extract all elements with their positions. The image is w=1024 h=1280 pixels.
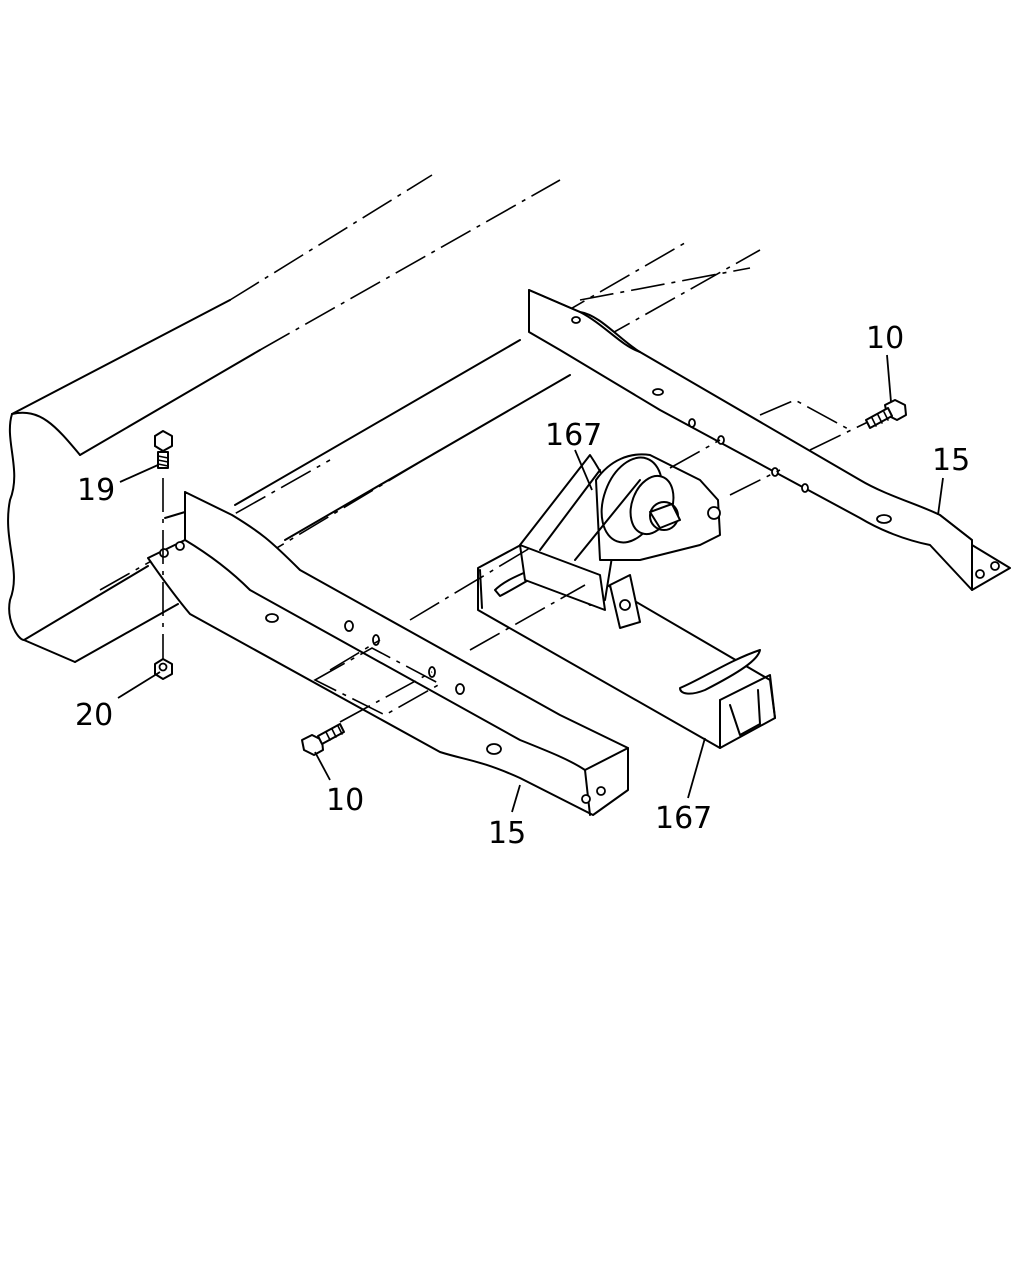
label-bolt-10-bottom: 10 (326, 783, 364, 818)
nut-20 (154, 658, 173, 680)
label-mount-167-lower: 167 (655, 801, 712, 836)
label-mount-167-upper: 167 (545, 418, 602, 453)
bolt-19 (154, 430, 173, 469)
leader-lines (117, 354, 944, 813)
crossmember-channel (477, 539, 776, 749)
bolt-10-top (865, 399, 907, 429)
right-bracket (528, 289, 1011, 591)
label-bolt-19: 19 (77, 473, 115, 508)
bolt-10-bottom (301, 723, 345, 756)
label-bracket-15-right: 15 (932, 443, 970, 478)
label-nut-20: 20 (75, 698, 113, 733)
label-bracket-15-left: 15 (488, 816, 526, 851)
rear-frame-rail (234, 239, 761, 541)
label-bolt-10-top: 10 (866, 321, 904, 356)
engine-mount (519, 453, 721, 629)
assembly-centerlines (162, 399, 873, 723)
part-labels: 10 15 167 19 20 10 15 167 (75, 321, 970, 851)
